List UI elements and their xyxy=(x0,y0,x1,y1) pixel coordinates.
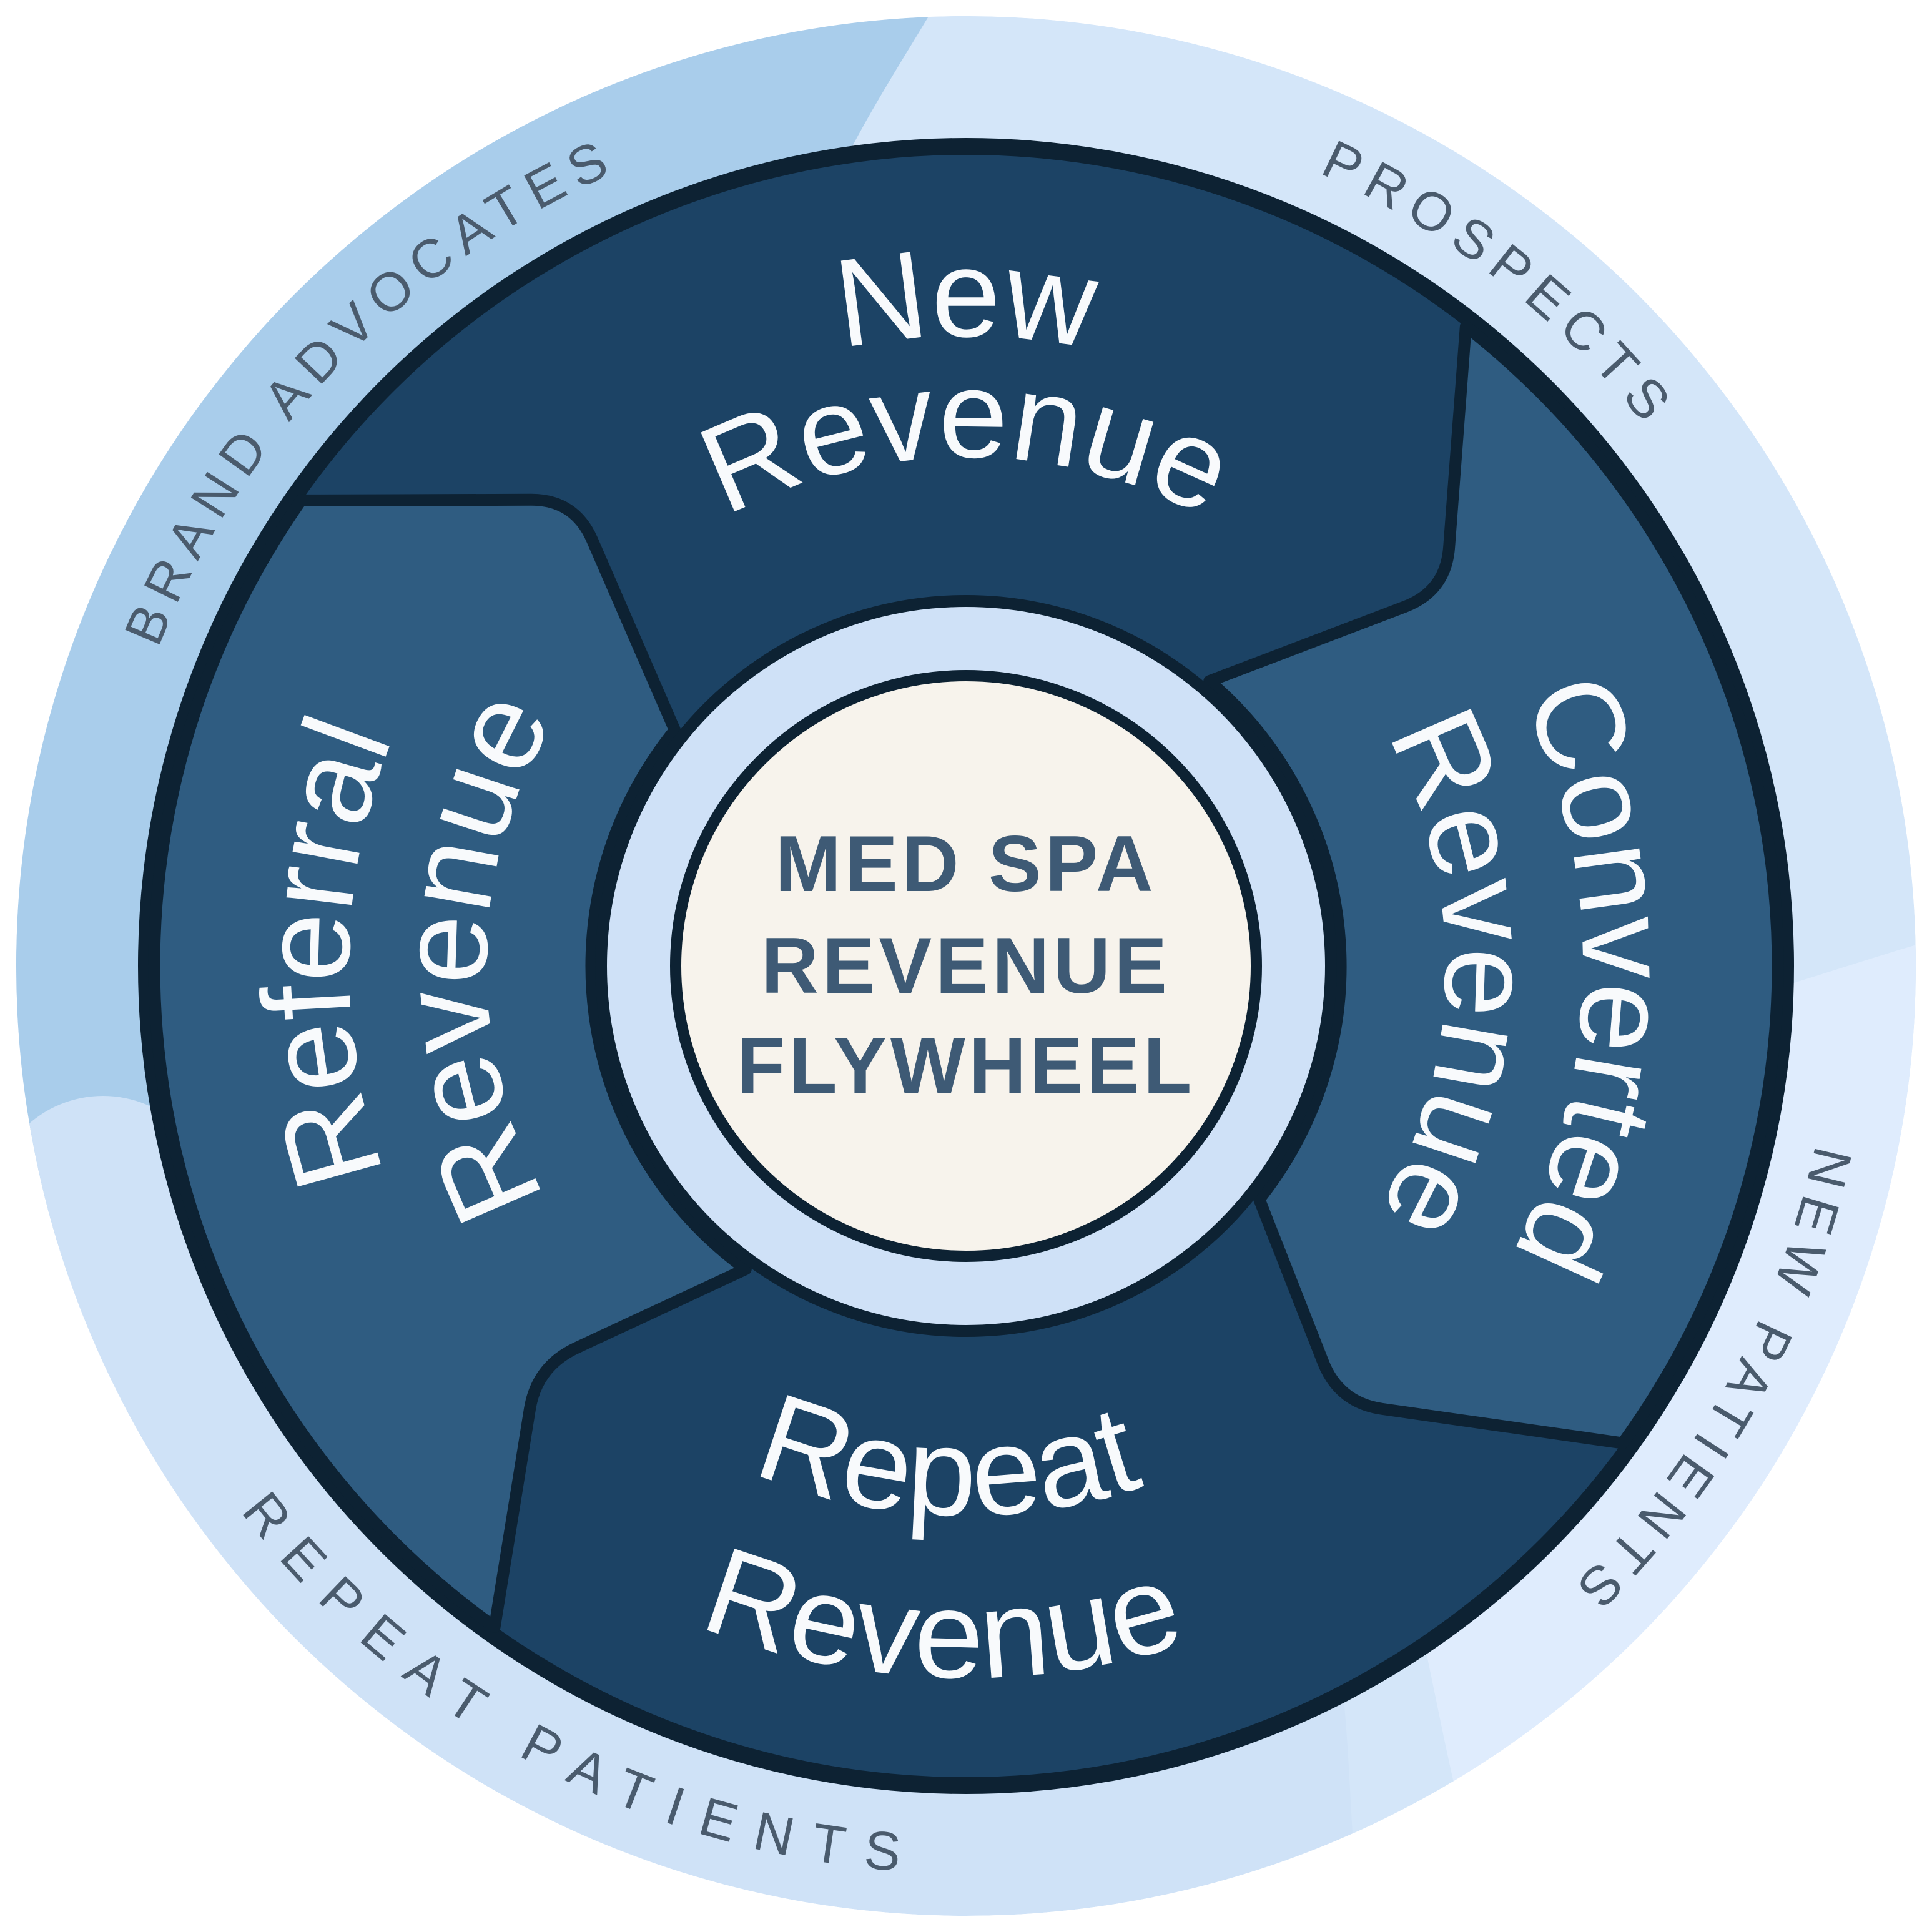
svg-text:New: New xyxy=(827,224,1105,374)
svg-text:FLYWHEEL: FLYWHEEL xyxy=(737,1021,1196,1110)
svg-text:MED SPA: MED SPA xyxy=(775,819,1156,908)
svg-text:REVENUE: REVENUE xyxy=(761,921,1171,1010)
